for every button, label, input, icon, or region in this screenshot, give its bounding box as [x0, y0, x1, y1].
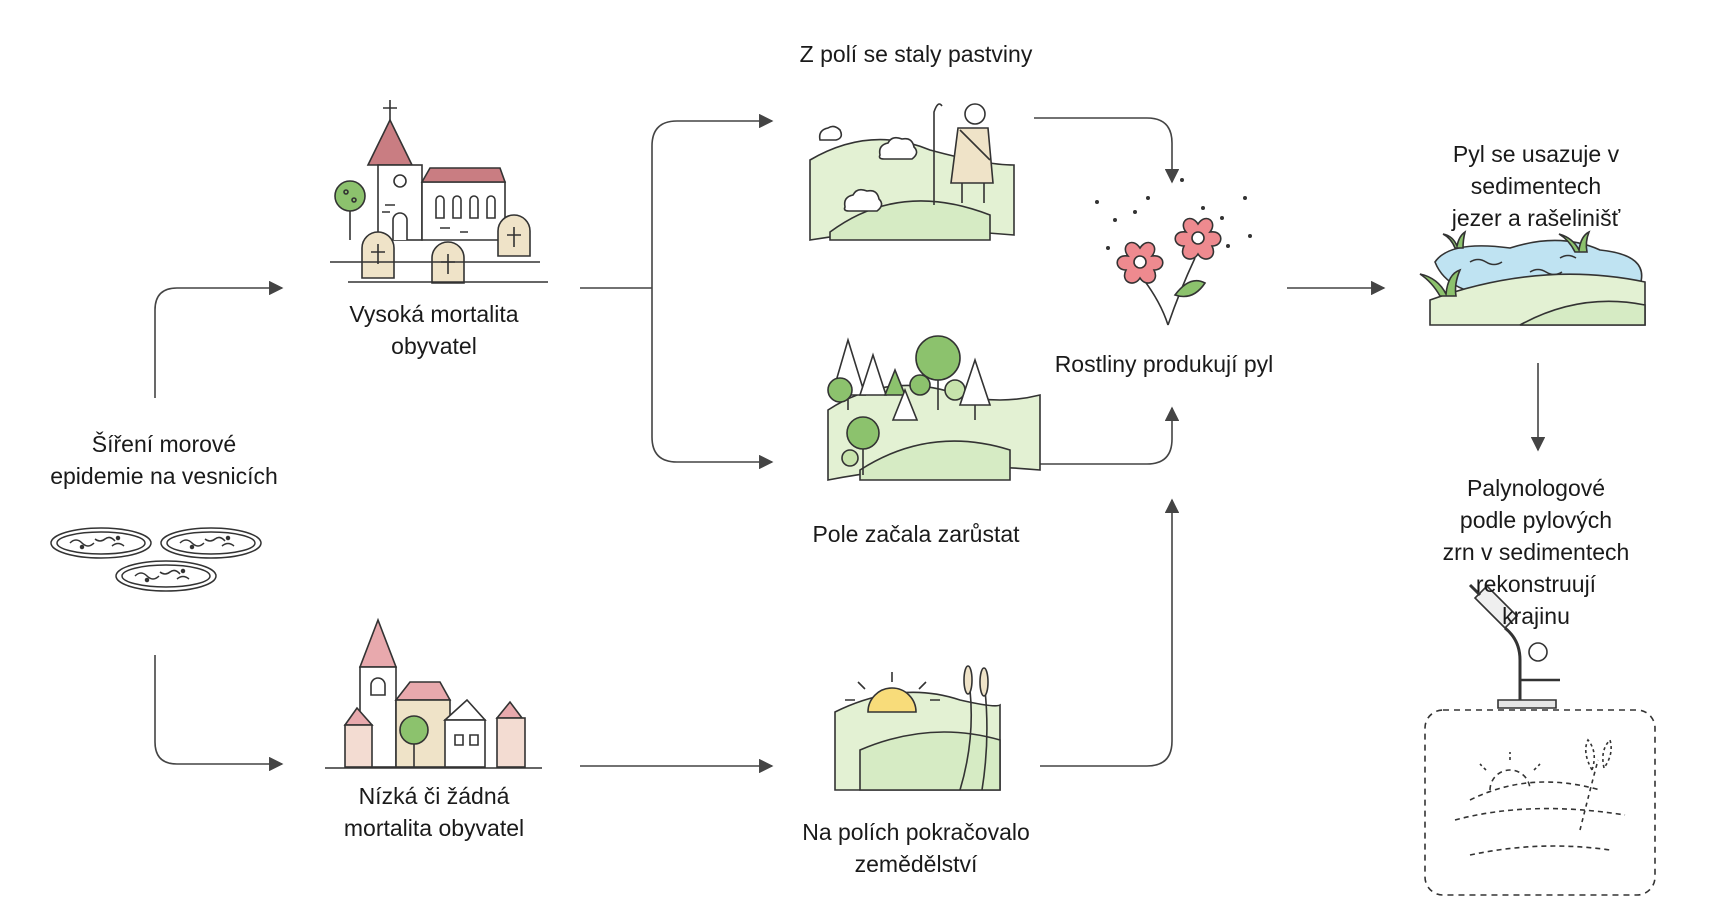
edge-plague-to-high-mortality — [154, 280, 284, 398]
label-sediment: Pyl se usazuje v sedimentech jezer a raš… — [1451, 141, 1621, 231]
edge-high-mortality-to-pastures — [651, 113, 774, 288]
edge-farming-to-pollen — [1040, 498, 1180, 767]
shepherd-sheep-icon — [809, 103, 1015, 241]
microscope-landscape-icon — [1424, 583, 1656, 896]
church-graveyard-icon — [330, 100, 548, 284]
petri-dishes-icon — [50, 527, 262, 592]
village-icon — [325, 617, 542, 769]
edge-overgrown-to-pollen — [1037, 406, 1180, 465]
label-pastures: Z polí se staly pastviny — [799, 41, 1033, 67]
pollen-flowers-icon — [1095, 178, 1252, 326]
edge-high-mortality-to-overgrown — [651, 288, 774, 470]
label-farming: Na polích pokračovalo zemědělství — [802, 819, 1030, 877]
edge-pastures-to-pollen — [1034, 117, 1180, 184]
label-plague: Šíření morové epidemie na vesnicích — [50, 431, 278, 489]
label-palynology: Palynologové podle pylových zrn v sedime… — [1442, 475, 1630, 629]
label-pollen: Rostliny produkují pyl — [1054, 351, 1274, 377]
edge-plague-to-low-mortality — [154, 655, 284, 772]
forest-hills-icon — [827, 335, 1041, 481]
label-high-mortality: Vysoká mortalita obyvatel — [349, 301, 519, 359]
label-low-mortality: Nízká či žádná mortalita obyvatel — [343, 783, 525, 841]
sun-wheat-field-icon — [834, 665, 1001, 791]
lake-reeds-icon — [1419, 230, 1646, 326]
label-overgrown: Pole začala zarůstat — [812, 521, 1020, 547]
